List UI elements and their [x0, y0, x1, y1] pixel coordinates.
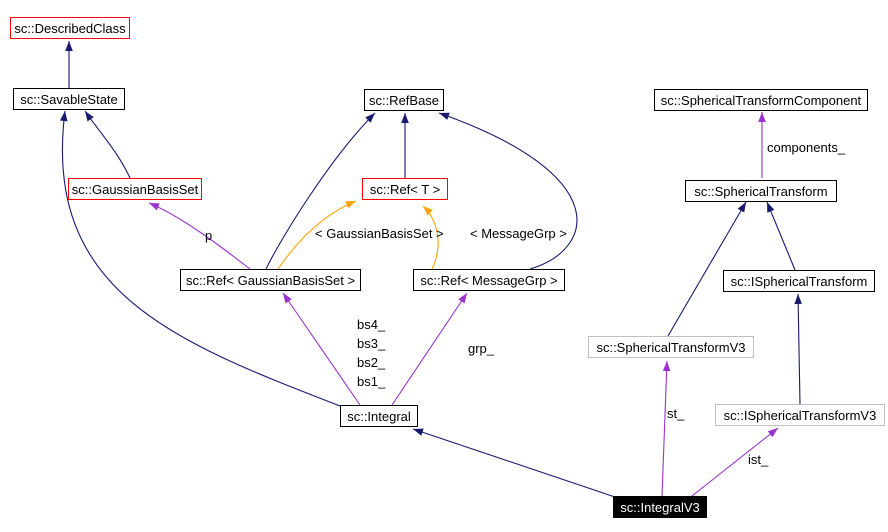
edge-label-components: components_	[767, 140, 846, 155]
edge-inherit-ref-gaussian-basis-set-to-ref-base	[265, 112, 376, 270]
node-spherical-transform[interactable]: sc::SphericalTransform	[685, 180, 837, 202]
node-spherical-transform-v3[interactable]: sc::SphericalTransformV3	[588, 336, 754, 358]
edge-inherit-integral-to-savable-state	[59, 110, 341, 407]
edge-usage-integral-v3-to-i-spherical-transform-v3	[691, 427, 779, 497]
edge-usage-integral-v3-to-spherical-transform-v3	[661, 360, 671, 497]
node-ref-t[interactable]: sc::Ref< T >	[362, 178, 448, 200]
edge-inherit-ref-message-grp-to-ref-base	[438, 112, 578, 270]
node-gaussian-basis-set-label: sc::GaussianBasisSet	[71, 181, 199, 197]
node-ref-base[interactable]: sc::RefBase	[364, 89, 444, 111]
edge-label-template-message-grp: < MessageGrp >	[470, 226, 567, 241]
node-spherical-transform-label: sc::SphericalTransform	[694, 183, 828, 199]
node-ref-gaussian-basis-set[interactable]: sc::Ref< GaussianBasisSet >	[180, 269, 361, 291]
edge-label-template-gaussian-basis-set: < GaussianBasisSet >	[315, 226, 444, 241]
edge-label-grp: grp_	[468, 341, 495, 356]
edge-inherit-i-spherical-transform-to-spherical-transform	[766, 201, 796, 271]
node-ref-message-grp-label: sc::Ref< MessageGrp >	[420, 272, 558, 288]
node-described-class[interactable]: sc::DescribedClass	[10, 17, 130, 39]
node-ref-gaussian-basis-set-label: sc::Ref< GaussianBasisSet >	[185, 272, 356, 288]
edge-label-bs2: bs2_	[357, 355, 386, 370]
node-i-spherical-transform-v3[interactable]: sc::ISphericalTransformV3	[715, 404, 885, 426]
edge-template-ref-message-grp-to-ref-t	[422, 205, 439, 270]
node-ref-message-grp[interactable]: sc::Ref< MessageGrp >	[413, 269, 565, 291]
edge-usage-integral-to-ref-gaussian-basis-set	[282, 292, 361, 406]
node-integral-v3: sc::IntegralV3	[613, 496, 707, 518]
edge-label-ist: ist_	[748, 452, 769, 467]
node-spherical-transform-component-label: sc::SphericalTransformComponent	[660, 92, 862, 108]
edge-usage-ref-gaussian-basis-set-to-gaussian-basis-set	[148, 202, 251, 270]
node-i-spherical-transform[interactable]: sc::ISphericalTransform	[723, 270, 875, 292]
node-spherical-transform-v3-label: sc::SphericalTransformV3	[596, 339, 746, 355]
node-spherical-transform-component[interactable]: sc::SphericalTransformComponent	[654, 89, 868, 111]
node-gaussian-basis-set[interactable]: sc::GaussianBasisSet	[68, 178, 202, 200]
edge-inherit-spherical-transform-v3-to-spherical-transform	[667, 201, 747, 337]
node-described-class-label: sc::DescribedClass	[14, 20, 126, 36]
node-integral-v3-label: sc::IntegralV3	[620, 499, 700, 515]
edge-inherit-integral-v3-to-integral	[412, 428, 616, 498]
node-ref-base-label: sc::RefBase	[368, 92, 440, 108]
edge-template-ref-gaussian-basis-set-to-ref-t	[277, 200, 357, 270]
edge-label-bs4: bs4_	[357, 317, 386, 332]
edge-inherit-i-spherical-transform-v3-to-i-spherical-transform	[794, 293, 802, 405]
node-i-spherical-transform-v3-label: sc::ISphericalTransformV3	[723, 407, 877, 423]
node-ref-t-label: sc::Ref< T >	[369, 181, 441, 197]
edge-label-bs1: bs1_	[357, 374, 386, 389]
node-i-spherical-transform-label: sc::ISphericalTransform	[730, 273, 868, 289]
node-integral[interactable]: sc::Integral	[340, 405, 418, 427]
node-integral-label: sc::Integral	[347, 408, 411, 424]
node-savable-state[interactable]: sc::SavableState	[13, 88, 125, 110]
edge-usage-integral-to-ref-message-grp	[391, 292, 468, 406]
edge-label-bs3: bs3_	[357, 336, 386, 351]
edge-inherit-gaussian-basis-set-to-savable-state	[84, 110, 131, 179]
edge-label-st: st_	[667, 406, 685, 421]
node-savable-state-label: sc::SavableState	[20, 91, 118, 107]
edge-label-p: p	[205, 228, 213, 243]
